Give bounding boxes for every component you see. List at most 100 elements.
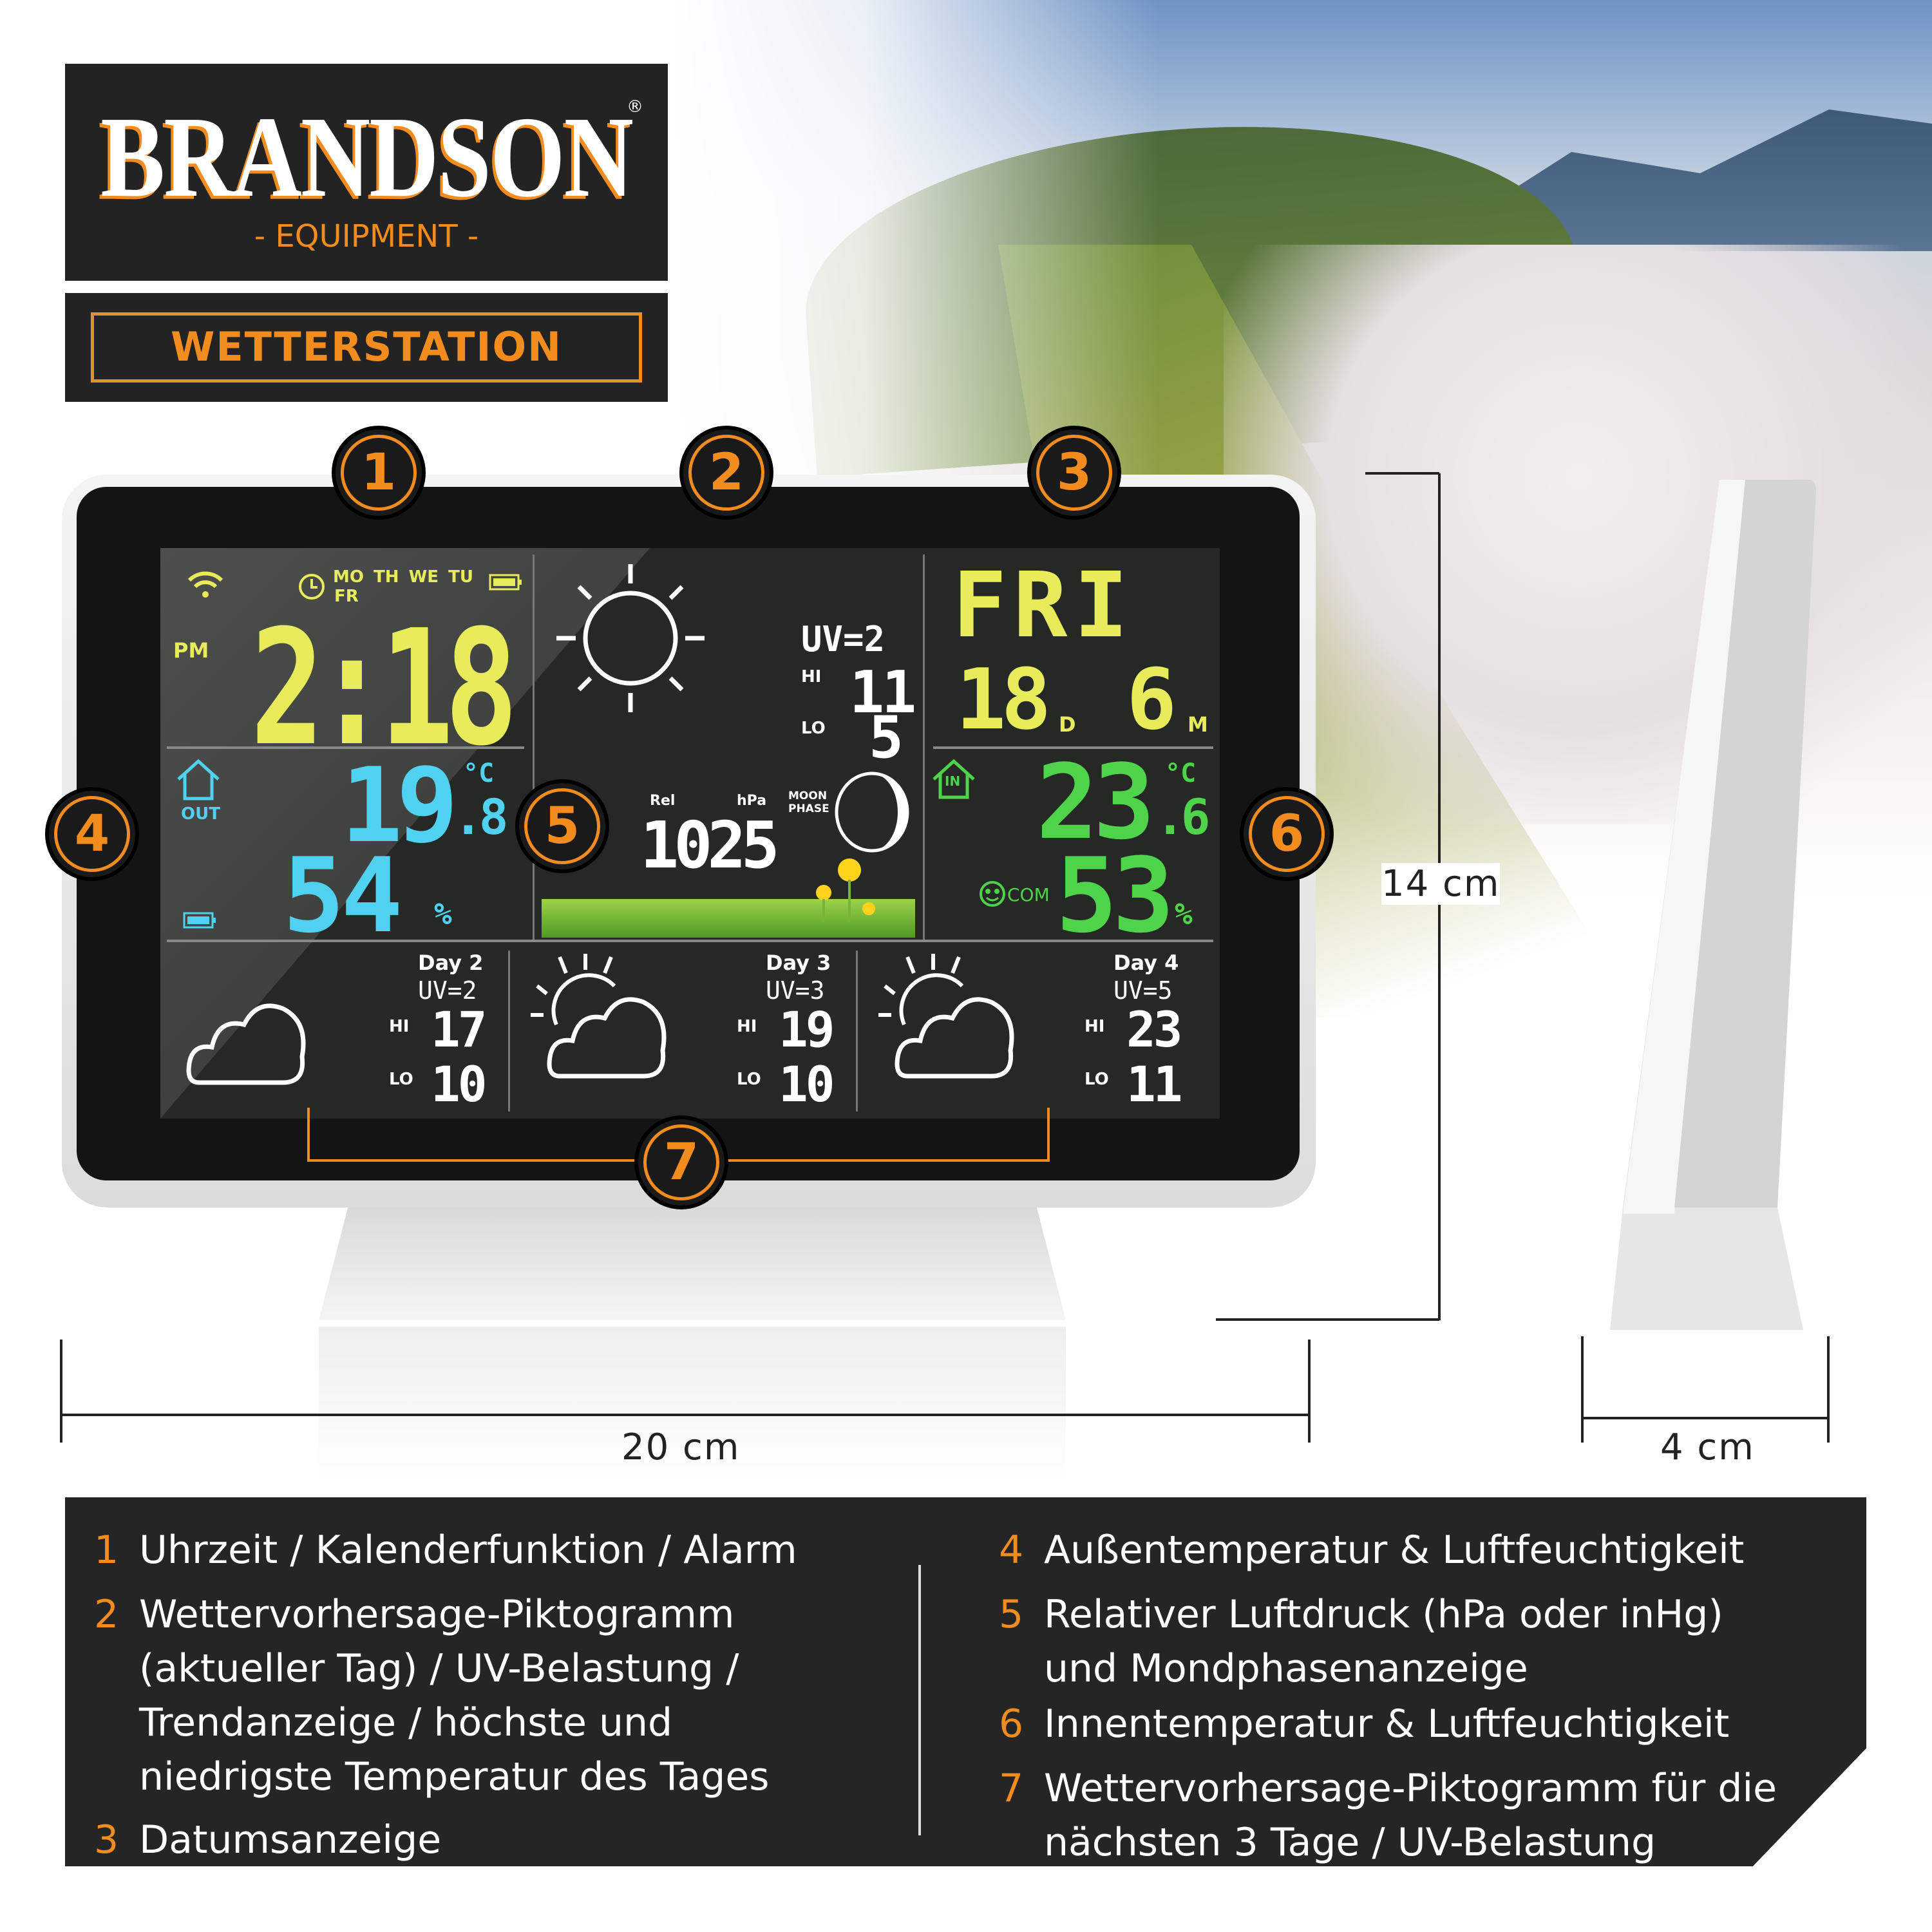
callout-badge-5: 5 [515,779,609,873]
legend-text: Außentemperatur & Luftfeuchtigkeit [1044,1528,1745,1573]
temp-unit: °C [463,759,495,788]
height-label: 14 cm [1381,863,1501,905]
divider [923,554,925,940]
month-label: M [1188,712,1208,737]
width-dimension-line [60,1414,1311,1416]
brand-logo: BRANDSON ® - EQUIPMENT - [65,64,668,281]
percent-sign: % [434,896,452,931]
depth-label: 4 cm [1660,1426,1755,1468]
divider [533,554,535,940]
divider [918,1565,921,1835]
forecast-day: Day 4 UV=5 HI 23 LO 11 [862,941,1204,1119]
legend-number: 3 [94,1817,119,1862]
rel-label: Rel [650,793,676,809]
wifi-icon [187,571,223,598]
registered-mark: ® [627,97,643,117]
divider [508,951,510,1112]
divider [933,746,1213,749]
moon-phase-label: MOON PHASE [788,790,829,815]
ampm: PM [173,638,209,663]
legend-text: Datumsanzeige [139,1817,442,1862]
callout-badge-6: 6 [1240,787,1334,881]
legend-number: 2 [94,1592,119,1637]
smiley-icon [980,881,1005,907]
partly-cloudy-icon [878,954,1014,1079]
bracket [1047,1108,1050,1160]
depth-dimension-line [1581,1417,1829,1419]
indoor-humidity: 53 [1056,835,1175,956]
battery-icon [489,574,522,591]
fog [1224,245,1932,824]
legend-text: (aktueller Tag) / UV-Belastung / [139,1646,739,1691]
dimension-tick [1365,472,1439,475]
divider [167,746,524,749]
lo-label: LO [801,719,826,738]
legend-text: Trendanzeige / höchste und [139,1700,673,1745]
comfort-label: COM [1007,884,1050,905]
sun-icon [556,564,705,712]
lcd-display: MO TH WE TU FR PM 2:18 OUT 19 °C .8 54 %… [160,548,1220,1119]
callout-badge-3: 3 [1027,426,1121,520]
flowers-image [816,858,875,922]
forecast-day-label: Day 2 [418,951,484,975]
outdoor-temperature-decimal: .8 [453,788,508,846]
brand-subtitle: - EQUIPMENT - [254,218,479,254]
forecast-uv: UV=3 [766,976,825,1005]
today-high: 11 [849,659,916,726]
divider [856,951,858,1112]
indoor-temperature: 23 [1036,742,1155,862]
divider [167,940,1213,942]
lo-label: LO [389,1070,413,1089]
grass-image [542,899,915,938]
in-label: IN [945,773,961,789]
bracket [307,1108,310,1160]
cloud-icon [186,1003,306,1085]
legend-text: Wettervorhersage-Piktogramm für die [1044,1766,1777,1811]
legend-number: 4 [999,1528,1024,1573]
legend-number: 1 [94,1528,119,1573]
legend-number: 6 [999,1701,1024,1747]
forecast-high: 19 [779,1001,835,1058]
legend-text: Innentemperatur & Luftfeuchtigkeit [1044,1701,1730,1747]
forecast-high: 17 [431,1001,487,1058]
forecast-day-label: Day 3 [766,951,831,975]
weekday: TU [448,567,473,587]
forecast-day: Day 3 UV=3 HI 19 LO 10 [515,941,856,1119]
battery-icon [183,912,216,929]
callout-badge-2: 2 [679,426,773,520]
forecast-day: Day 2 UV=2 HI 17 LO 10 [167,941,508,1119]
uv-index: UV=2 [801,619,886,659]
house-in-icon [933,759,975,799]
forecast-uv: UV=5 [1113,976,1173,1005]
width-label: 20 cm [621,1426,741,1468]
dimension-tick [1216,1318,1439,1321]
legend-text: und Mondphasenanzeige [1044,1646,1528,1691]
weekday: WE [408,567,439,587]
forecast-low: 10 [779,1056,835,1113]
callout-badge-4: 4 [45,787,139,881]
outdoor-humidity: 54 [283,835,403,956]
lo-label: LO [737,1070,761,1089]
percent-sign: % [1175,896,1193,931]
lo-label: LO [1084,1070,1109,1089]
legend-number: 7 [999,1766,1024,1811]
weekday: FR [334,587,359,606]
temp-unit: °C [1165,759,1197,788]
legend-text: nächsten 3 Tage / UV-Belastung [1044,1820,1656,1865]
legend-text: niedrigste Temperatur des Tages [139,1754,770,1799]
device-side-view [1610,480,1816,1330]
time-display: 2:18 [251,596,518,781]
forecast-day-label: Day 4 [1113,951,1179,975]
house-out-icon [177,759,220,800]
date-day: 18 [956,650,1052,748]
dimension-tick [1308,1340,1311,1443]
legend-text: Relativer Luftdruck (hPa oder inHg) [1044,1592,1723,1637]
out-label: OUT [181,804,220,824]
hi-label: HI [737,1017,757,1036]
date-month: 6 [1126,650,1177,748]
device-stand [319,1204,1066,1320]
callout-badge-7: 7 [634,1115,728,1209]
dimension-tick [1827,1336,1830,1443]
outdoor-temperature: 19 [341,745,459,866]
